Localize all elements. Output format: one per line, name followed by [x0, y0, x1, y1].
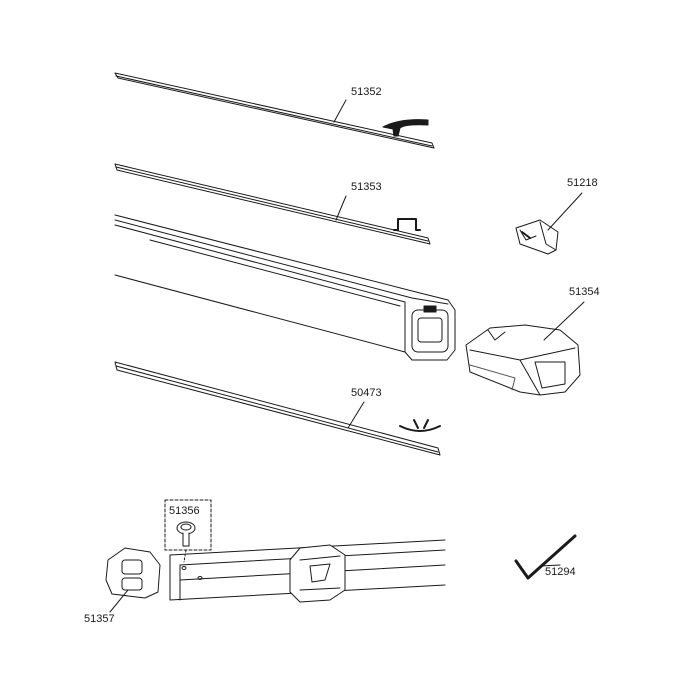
profile-icon-51352 [382, 119, 429, 137]
main-bar [114, 214, 456, 361]
end-cap-51354 [465, 301, 585, 396]
end-cap-51357 [105, 547, 161, 613]
part-label-50473: 50473 [351, 387, 382, 399]
part-label-51352: 51352 [351, 86, 382, 98]
screw-51356 [164, 499, 212, 563]
hex-key-51294 [514, 534, 577, 580]
part-label-51356: 51356 [169, 505, 200, 517]
part-label-51357: 51357 [84, 613, 115, 625]
part-label-51353: 51353 [351, 181, 382, 193]
part-label-51354: 51354 [569, 286, 600, 298]
rail-51352 [114, 72, 435, 149]
rail-51353 [114, 163, 431, 245]
part-label-51218: 51218 [567, 177, 598, 189]
clip-51218 [515, 192, 583, 255]
part-label-51294: 51294 [545, 566, 576, 578]
rail-50473 [114, 361, 441, 456]
profile-icon-50473 [399, 419, 441, 432]
bottom-bar [169, 539, 446, 603]
profile-icon-51353 [393, 218, 421, 231]
